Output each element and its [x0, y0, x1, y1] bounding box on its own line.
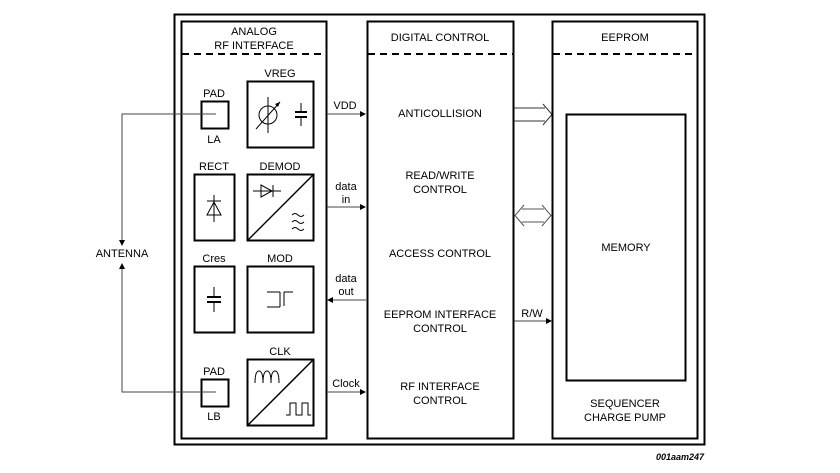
square-wave-icon — [286, 402, 311, 416]
cres-label: Cres — [202, 253, 226, 265]
arrow-up-icon — [119, 263, 125, 269]
pad-la-bottom-label: LA — [207, 134, 221, 146]
cres-block: Cres — [193, 253, 236, 334]
vreg-block: VREG — [246, 68, 315, 149]
data-in-label-2: in — [342, 194, 351, 206]
capacitor-icon — [295, 103, 307, 126]
diode-icon — [253, 184, 281, 198]
rf-interface-control-label-2: CONTROL — [413, 395, 467, 407]
pad-la: PAD LA — [200, 88, 230, 146]
clk-label: CLK — [269, 346, 291, 358]
eeprom-interface-control-label-1: EEPROM INTERFACE — [384, 309, 496, 321]
read-write-control-label-1: READ/WRITE — [405, 170, 474, 182]
bus-arrow-bidirectional-icon — [514, 204, 552, 227]
filter-wave-icon — [291, 213, 305, 231]
eeprom-block: EEPROM MEMORY SEQUENCER CHARGE PUMP — [551, 20, 699, 440]
transistor-icon — [267, 291, 293, 308]
analog-title-line2: RF INTERFACE — [214, 40, 293, 52]
sequencer-label: SEQUENCER — [590, 398, 660, 410]
signal-data-out: data out — [327, 273, 366, 303]
chip-outline — [173, 13, 706, 446]
pad-lb-top-label: PAD — [203, 366, 225, 378]
rw-label: R/W — [521, 308, 543, 320]
read-write-control-label-2: CONTROL — [413, 184, 467, 196]
sine-wave-icon — [254, 370, 280, 384]
anticollision-label: ANTICOLLISION — [398, 108, 482, 120]
capacitor-icon — [207, 287, 221, 312]
pad-lb-bottom-label: LB — [207, 411, 220, 423]
figure-reference: 001aam247 — [656, 452, 705, 462]
memory-block — [565, 113, 687, 382]
vdd-label: VDD — [333, 100, 356, 112]
charge-pump-label: CHARGE PUMP — [584, 412, 666, 424]
demod-block: DEMOD — [246, 161, 315, 242]
memory-label: MEMORY — [601, 242, 651, 254]
pad-la-top-label: PAD — [203, 88, 225, 100]
signal-vdd: VDD — [327, 100, 366, 117]
rect-block: RECT — [193, 161, 236, 242]
diode-icon — [206, 195, 222, 222]
pad-lb: PAD LB — [200, 366, 230, 423]
digital-title: DIGITAL CONTROL — [391, 32, 489, 44]
clock-label: Clock — [332, 378, 360, 390]
clk-block: CLK — [246, 346, 315, 427]
bus-arrow-right-icon — [514, 103, 553, 126]
data-out-label-2: out — [338, 286, 353, 298]
analog-title-line1: ANALOG — [231, 26, 277, 38]
eeprom-title: EEPROM — [601, 32, 649, 44]
arrow-down-icon — [119, 240, 125, 246]
analog-rf-interface-block: ANALOG RF INTERFACE PAD LA VREG — [180, 20, 328, 440]
rf-interface-control-label-1: RF INTERFACE — [400, 381, 479, 393]
signal-data-in: data in — [327, 181, 366, 210]
access-control-label: ACCESS CONTROL — [389, 248, 491, 260]
data-out-label-1: data — [335, 273, 357, 285]
rect-label: RECT — [199, 161, 229, 173]
mod-block: MOD — [246, 253, 315, 334]
signal-clock: Clock — [327, 378, 366, 395]
demod-label: DEMOD — [260, 161, 301, 173]
signal-rw: R/W — [514, 308, 552, 324]
data-in-label-1: data — [335, 181, 357, 193]
variable-regulator-icon — [255, 97, 281, 133]
mod-label: MOD — [267, 253, 293, 265]
digital-control-block: DIGITAL CONTROL ANTICOLLISION READ/WRITE… — [366, 20, 515, 440]
vreg-label: VREG — [264, 68, 295, 80]
eeprom-interface-control-label-2: CONTROL — [413, 323, 467, 335]
antenna-label: ANTENNA — [96, 248, 149, 260]
antenna-connection — [121, 113, 216, 393]
